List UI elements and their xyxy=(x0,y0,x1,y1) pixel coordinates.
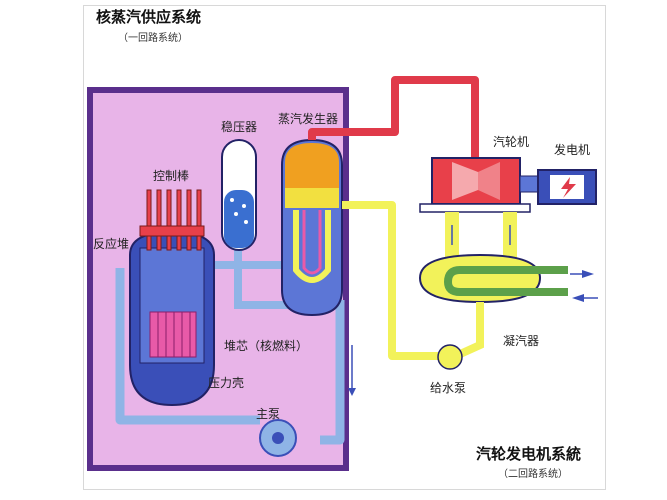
flow-arrow-head xyxy=(348,388,356,396)
generator xyxy=(519,169,597,205)
label-core: 堆芯（核燃料） xyxy=(224,339,309,353)
label-feedwater-pump: 给水泵 xyxy=(430,381,467,395)
steam-generator xyxy=(281,138,343,317)
label-reactor: 反应堆 xyxy=(93,237,130,251)
main-pump xyxy=(259,419,297,457)
fuel-core xyxy=(149,311,197,358)
label-condenser: 凝汽器 xyxy=(503,334,540,348)
exhaust-pipes xyxy=(445,212,517,258)
feedwater-pipe xyxy=(342,201,450,360)
reactor-vessel xyxy=(129,189,215,407)
primary-loop-pipe xyxy=(115,268,345,445)
label-control-rods: 控制棒 xyxy=(153,169,190,183)
label-generator: 发电机 xyxy=(554,143,591,157)
lightning-icon xyxy=(561,177,576,198)
bottom-subtitle: （二回路系统） xyxy=(498,469,568,480)
feedwater-pump xyxy=(437,344,463,370)
top-title: 核蒸汽供应系统 xyxy=(96,8,202,26)
label-steam-generator: 蒸汽发生器 xyxy=(278,112,339,126)
turbine xyxy=(419,157,531,213)
main-steam-pipe xyxy=(308,76,479,158)
label-pressurizer: 稳压器 xyxy=(221,120,258,134)
cooling-out-arrow xyxy=(582,270,594,278)
pressurizer-tank xyxy=(221,139,257,251)
condenser xyxy=(418,253,568,359)
cooling-in-arrow xyxy=(572,294,584,302)
top-subtitle: （一回路系统） xyxy=(118,33,188,44)
label-turbine: 汽轮机 xyxy=(493,135,530,149)
control-rods xyxy=(146,189,202,251)
bottom-title: 汽轮发电机系統 xyxy=(476,445,582,463)
label-pressure-vessel: 压力壳 xyxy=(208,376,245,390)
label-main-pump: 主泵 xyxy=(256,407,281,421)
